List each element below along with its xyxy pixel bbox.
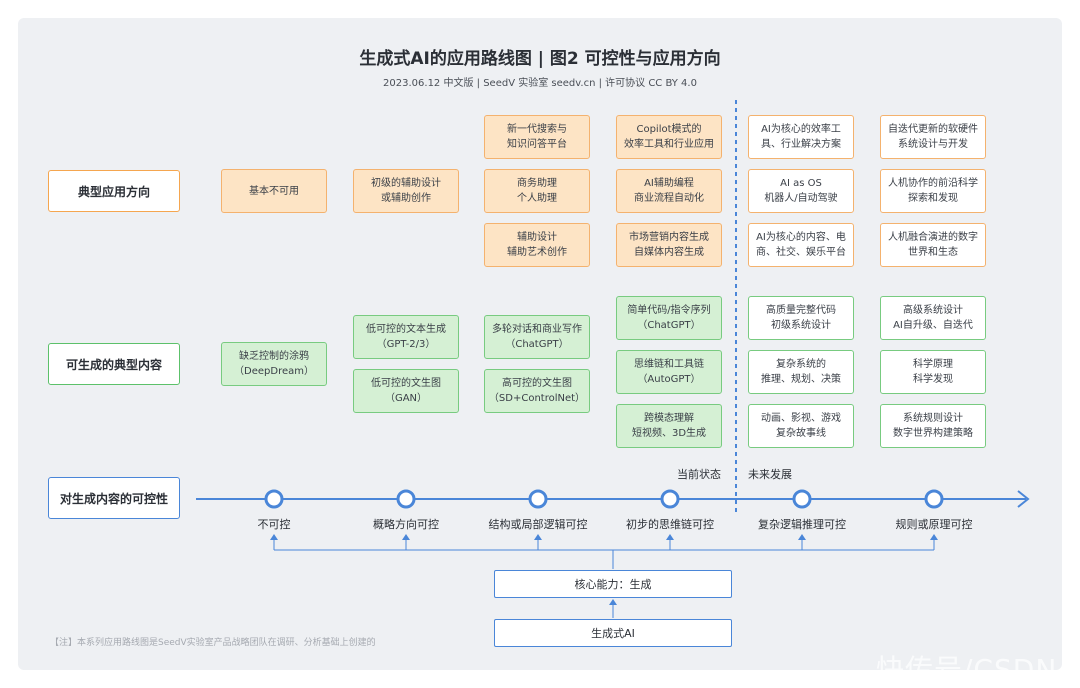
row-label-content: 可生成的典型内容 [48, 343, 180, 385]
app-card: 辅助设计辅助艺术创作 [484, 223, 590, 267]
content-card: 高质量完整代码初级系统设计 [748, 296, 854, 340]
stage-label: 概略方向可控 [373, 518, 439, 531]
axis-node [792, 489, 812, 509]
stage-label: 规则或原理可控 [895, 518, 973, 531]
stage-label: 复杂逻辑推理可控 [758, 518, 846, 531]
content-card: 思维链和工具链（AutoGPT） [616, 350, 722, 394]
row-label-controllability: 对生成内容的可控性 [48, 477, 180, 519]
diagram-subtitle: 2023.06.12 中文版 | SeedV 实验室 seedv.cn | 许可… [383, 78, 697, 89]
app-card: 自迭代更新的软硬件系统设计与开发 [880, 115, 986, 159]
content-card: 缺乏控制的涂鸦（DeepDream） [221, 342, 327, 386]
app-card: 人机融合演进的数字世界和生态 [880, 223, 986, 267]
diagram-title: 生成式AI的应用路线图 | 图2 可控性与应用方向 [359, 49, 721, 69]
app-card: 商务助理个人助理 [484, 169, 590, 213]
content-card: 动画、影视、游戏复杂故事线 [748, 404, 854, 448]
content-card: 简单代码/指令序列（ChatGPT） [616, 296, 722, 340]
axis-arrowhead [1017, 490, 1030, 508]
content-card: 复杂系统的推理、规划、决策 [748, 350, 854, 394]
content-card: 低可控的文本生成（GPT-2/3） [353, 315, 459, 359]
app-card: 基本不可用 [221, 169, 327, 213]
stage-label: 不可控 [257, 518, 291, 531]
app-card: 市场营销内容生成自媒体内容生成 [616, 223, 722, 267]
footnote: 【注】本系列应用路线图是SeedV实验室产品战略团队在调研、分析基础上创建的 [50, 638, 376, 648]
future-development-label: 未来发展 [748, 468, 792, 481]
axis-node [660, 489, 680, 509]
app-card: 初级的辅助设计或辅助创作 [353, 169, 459, 213]
app-card: 人机协作的前沿科学探索和发现 [880, 169, 986, 213]
axis-nodes [264, 489, 944, 509]
app-card: Copilot模式的效率工具和行业应用 [616, 115, 722, 159]
content-card: 多轮对话和商业写作（ChatGPT） [484, 315, 590, 359]
content-card: 系统规则设计数字世界构建策略 [880, 404, 986, 448]
axis-node [528, 489, 548, 509]
stage-label: 初步的思维链可控 [626, 518, 714, 531]
watermark: 快传号/CSDN [876, 653, 1058, 686]
content-card: 低可控的文生图（GAN） [353, 369, 459, 413]
generative-ai-box: 生成式AI [494, 619, 732, 647]
axis-node [924, 489, 944, 509]
app-card: AI为核心的效率工具、行业解决方案 [748, 115, 854, 159]
app-card: AI为核心的内容、电商、社交、娱乐平台 [748, 223, 854, 267]
axis-node [396, 489, 416, 509]
stage-label: 结构或局部逻辑可控 [488, 518, 588, 531]
app-card: 新一代搜索与知识问答平台 [484, 115, 590, 159]
app-card: AI辅助编程商业流程自动化 [616, 169, 722, 213]
current-status-label: 当前状态 [677, 468, 721, 481]
axis-node [264, 489, 284, 509]
bracket-arrowheads [270, 534, 938, 605]
content-card: 高可控的文生图（SD+ControlNet） [484, 369, 590, 413]
core-capability-box: 核心能力：生成 [494, 570, 732, 598]
row-label-applications: 典型应用方向 [48, 170, 180, 212]
content-card: 科学原理科学发现 [880, 350, 986, 394]
content-card: 跨模态理解短视频、3D生成 [616, 404, 722, 448]
